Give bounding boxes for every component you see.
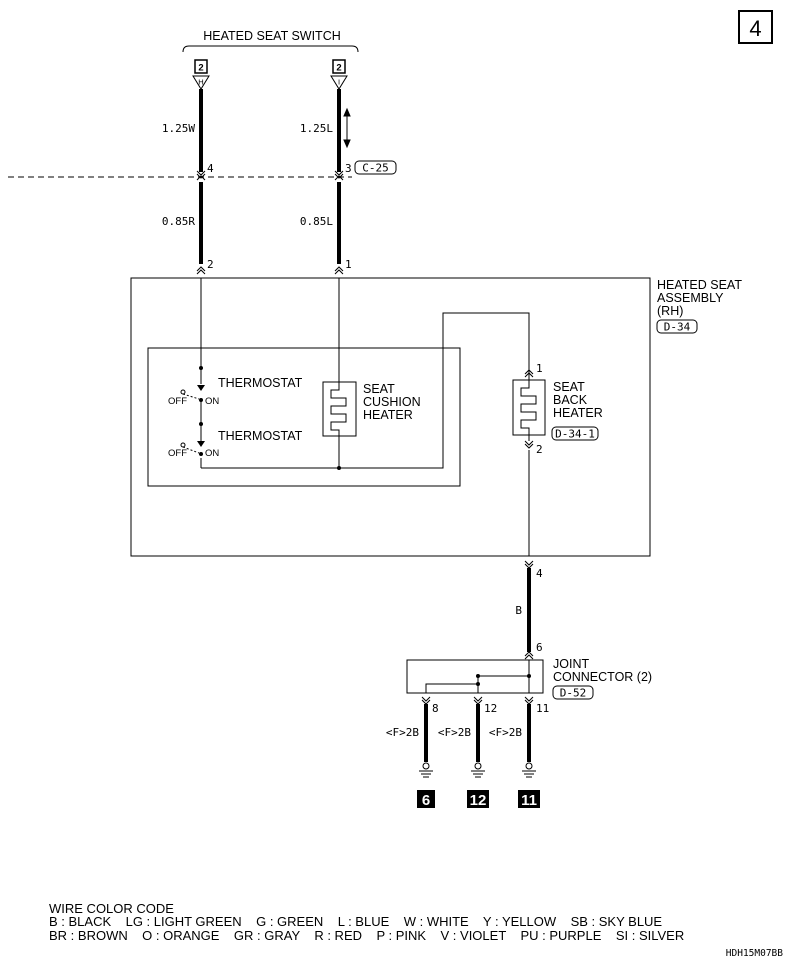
pin-d34-right: 1 [345, 258, 352, 271]
connector-badge-d34-1 [551, 426, 599, 441]
wire-label-ground-main: B [515, 604, 522, 617]
thermostat-upper-off: OFF [168, 396, 187, 407]
heated-seat-assembly-box [130, 277, 651, 557]
joint-connector-label-2: CONNECTOR (2) [553, 670, 652, 684]
cushion-heater-label-1: SEAT [363, 382, 395, 396]
cushion-heater-label-3: HEATER [363, 408, 413, 422]
page-number: 4 [749, 16, 761, 41]
svg-text:2: 2 [336, 63, 341, 74]
wire-label-ground-b: <F>2B [438, 726, 471, 739]
svg-text:H: H [198, 78, 203, 87]
thermostat-lower-label: THERMOSTAT [218, 429, 303, 443]
connector-c25-label: C-25 [362, 162, 389, 175]
pin-joint-out-1: 8 [432, 702, 439, 715]
ground-point-12: 12 [470, 792, 487, 809]
thermostat-lower-icon [180, 422, 205, 456]
connector-d52-label: D-52 [560, 687, 587, 700]
ground-symbol-icon-a [419, 762, 433, 778]
pin-c25-right: 3 [345, 162, 352, 175]
svg-text:I: I [338, 78, 340, 87]
joint-out-marks [421, 696, 534, 705]
joint-dot-c [476, 682, 480, 686]
ground-point-badge-12 [467, 790, 489, 808]
connector-d34-1-label: D-34-1 [555, 428, 595, 441]
joint-connector-label-1: JOINT [553, 657, 589, 671]
wire-label-upper-right: 1.25L [300, 122, 333, 135]
assembly-label-2: ASSEMBLY [657, 291, 724, 305]
joint-dot-b [527, 674, 531, 678]
pin-back-top: 1 [536, 362, 543, 375]
seat-cushion-heater-icon [322, 381, 357, 437]
internal-wiring [200, 278, 530, 556]
connector-badge-c25 [354, 160, 397, 175]
switch-title: HEATED SEAT SWITCH [203, 29, 341, 43]
thermostat-lower-off: OFF [168, 448, 187, 459]
pin-c25-left: 4 [207, 162, 214, 175]
wire-color-legend-row-2: BR : BROWN O : ORANGE GR : GRAY R : RED … [49, 928, 685, 943]
wire-label-ground-c: <F>2B [489, 726, 522, 739]
assembly-label-1: HEATED SEAT [657, 278, 742, 292]
seat-cushion-box [147, 347, 461, 487]
back-heater-label-1: SEAT [553, 380, 585, 394]
thermostat-lower-on: ON [205, 448, 219, 459]
wire-color-legend-row-1: B : BLACK LG : LIGHT GREEN G : GREEN L :… [49, 914, 663, 929]
pin-d34-left: 2 [207, 258, 214, 271]
wire-label-upper-left: 1.25W [162, 122, 195, 135]
switch-bracket [182, 45, 359, 53]
junction-dot-cushion [337, 466, 341, 470]
cushion-heater-label-2: CUSHION [363, 395, 421, 409]
page-number-box [738, 10, 773, 44]
ground-symbol-icon-c [522, 762, 536, 778]
connector-d34-label: D-34 [664, 321, 691, 334]
pin-joint-in-top: 4 [536, 567, 543, 580]
joint-connector-box [406, 659, 544, 694]
ground-symbol-icon-b [471, 762, 485, 778]
back-heater-label-3: HEATER [553, 406, 603, 420]
ground-point-badge-11 [518, 790, 540, 808]
wire-label-mid-left: 0.85R [162, 215, 195, 228]
pin-back-bottom: 2 [536, 443, 543, 456]
svg-text:2: 2 [198, 63, 203, 74]
connector-badge-d52 [552, 685, 594, 700]
thermostat-upper-on: ON [205, 396, 219, 407]
wire-label-mid-right: 0.85L [300, 215, 333, 228]
ground-feed-marks [524, 560, 534, 569]
figure-code: HDH15M07BB [725, 948, 783, 959]
thermostat-upper-label: THERMOSTAT [218, 376, 303, 390]
assembly-label-3: (RH) [657, 304, 683, 318]
switch-connector-right: 2 I [330, 59, 348, 90]
d34-input-marks [196, 266, 344, 275]
connector-badge-d34 [656, 319, 698, 334]
back-heater-label-2: BACK [553, 393, 588, 407]
pin-joint-in: 6 [536, 641, 543, 654]
wire-color-legend-title: WIRE COLOR CODE [49, 901, 174, 916]
double-arrow-icon [343, 107, 351, 149]
joint-in-marks [524, 651, 534, 660]
seat-back-heater-icon [512, 368, 546, 441]
joint-dot-a [476, 674, 480, 678]
wire-label-ground-a: <F>2B [386, 726, 419, 739]
c25-connector-marks [196, 170, 344, 181]
ground-point-11: 11 [521, 792, 537, 809]
pin-joint-out-3: 11 [536, 702, 549, 715]
switch-connector-left: 2 H [192, 59, 210, 90]
ground-point-6: 6 [422, 792, 430, 809]
thermostat-upper-icon [180, 366, 205, 402]
ground-point-badge-6 [417, 790, 435, 808]
pin-joint-out-2: 12 [484, 702, 497, 715]
